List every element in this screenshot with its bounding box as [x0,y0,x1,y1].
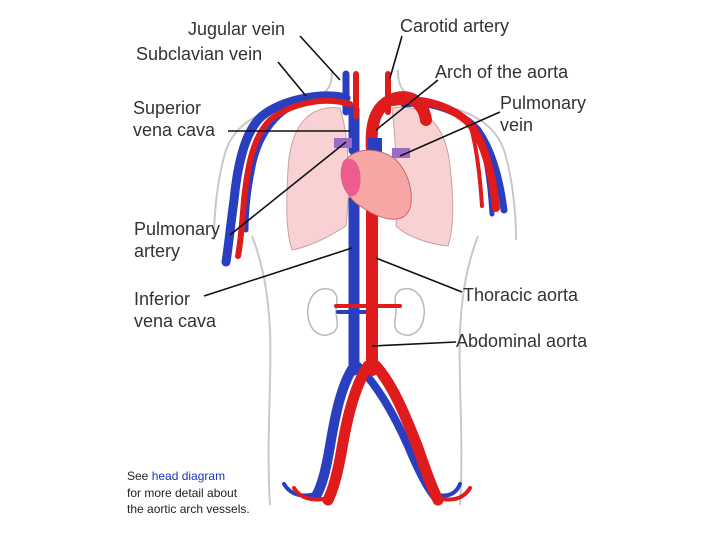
label-superior-vena-cava-line2: vena cava [133,120,216,140]
heart-right-atrium [340,158,361,197]
label-abdominal-aorta: Abdominal aorta [456,331,588,351]
footnote-line2: for more detail about [127,485,238,500]
leader-thoracic-aorta [375,257,463,293]
head-diagram-link[interactable]: head diagram [151,469,226,483]
label-carotid-artery: Carotid artery [400,16,510,36]
label-arch-of-aorta: Arch of the aorta [435,62,569,82]
label-thoracic-aorta: Thoracic aorta [463,285,579,305]
label-pulmonary-artery-line1: Pulmonary [134,219,221,239]
label-pulmonary-vein-line1: Pulmonary [500,93,587,113]
label-inferior-vena-cava-line1: Inferior [134,289,191,309]
leader-abdominal-aorta [371,341,457,347]
label-pulmonary-artery-line2: artery [134,241,181,261]
pulmonary-vessel-left [334,138,352,148]
leader-lines [203,35,501,347]
arteries [235,71,500,506]
label-superior-vena-cava: Superior vena cava [133,97,215,141]
label-inferior-vena-cava: Inferior vena cava [134,288,216,332]
vein-subclavian-left [221,91,351,267]
footnote-line3: the aortic arch vessels. [127,502,250,516]
leader-pulmonary-artery [229,141,347,236]
heart [340,149,412,220]
leader-jugular-vein [299,35,341,81]
label-jugular-vein: Jugular vein [188,19,286,39]
footnote-line1: See head diagram [127,468,250,485]
footnote-prefix: See [127,469,152,483]
label-pulmonary-vein-line2: vein [500,115,534,135]
vein-iliac-left [311,361,359,501]
leader-pulmonary-vein [399,111,501,157]
left-lung [286,107,349,251]
right-kidney [393,287,425,336]
left-kidney [307,287,339,336]
leader-arch-of-aorta [375,79,439,131]
footnote: See head diagram for more detail about t… [127,468,250,518]
artery-arm-right-inner [468,122,484,208]
heart-body [342,149,412,220]
label-pulmonary-artery: Pulmonary artery [134,218,220,262]
artery-iliac-left [322,360,374,506]
leader-subclavian-vein [277,61,307,97]
artery-iliac-right [370,360,444,506]
label-superior-vena-cava-line1: Superior [133,98,202,118]
artery-foot-right [436,486,472,502]
artery-subclavian-left [235,97,353,259]
label-inferior-vena-cava-line2: vena cava [134,311,217,331]
leader-inferior-vena-cava [203,247,353,297]
label-subclavian-vein: Subclavian vein [136,44,263,64]
label-pulmonary-vein: Pulmonary vein [500,92,586,136]
leader-carotid-artery [389,35,403,79]
pulmonary-vessel-right [392,148,410,158]
kidneys [307,287,425,336]
vein-foot-left [282,482,318,498]
artery-foot-left [292,486,330,502]
artery-aortic-arch [365,91,432,156]
